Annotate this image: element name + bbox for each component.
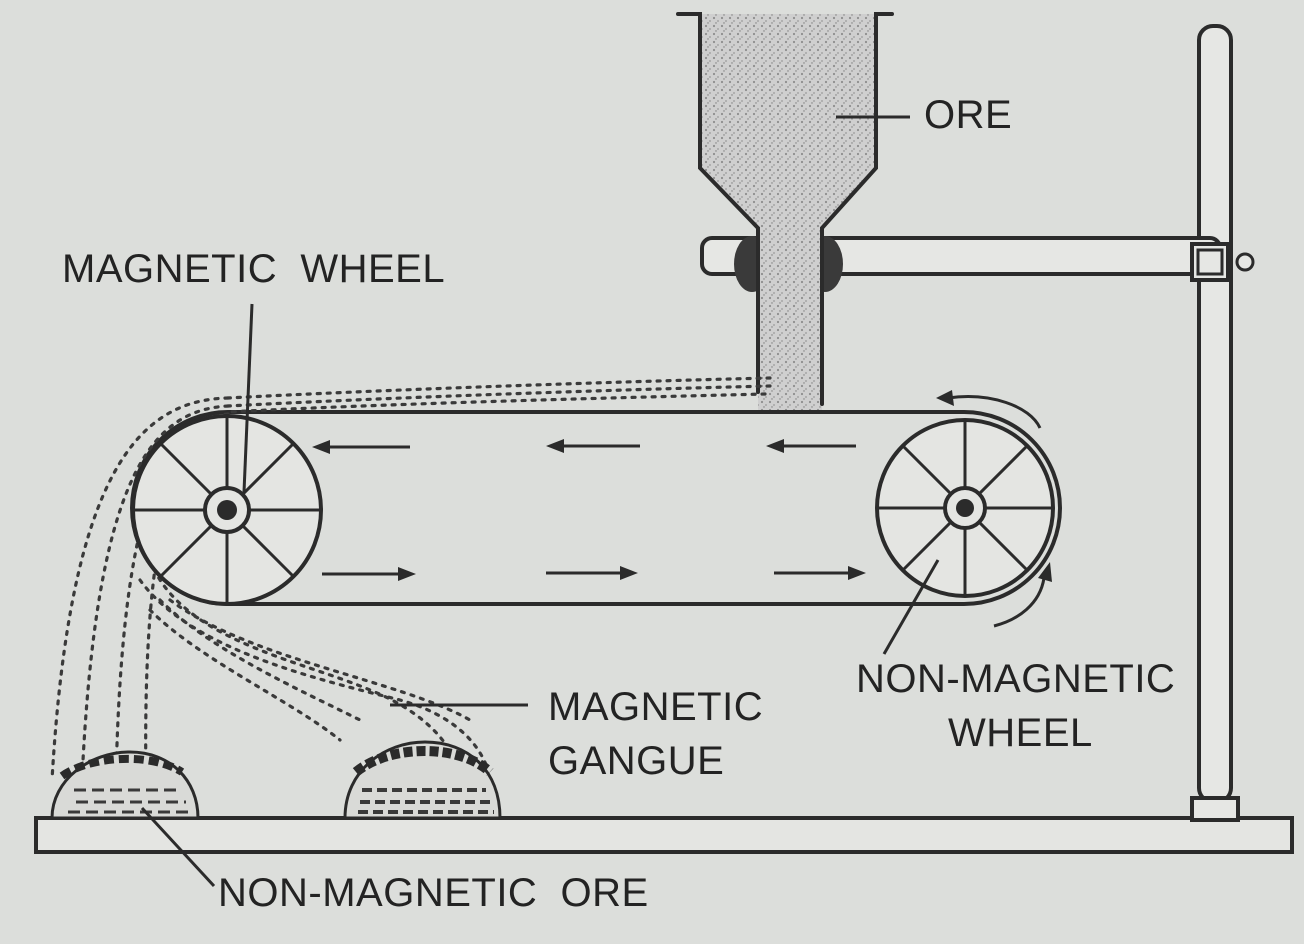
base-plate	[34, 816, 1294, 854]
arrow-top-middle	[546, 439, 640, 453]
arrow-bottom-right	[774, 566, 866, 580]
non-magnetic-ore-label: NON-MAGNETIC ORE	[218, 871, 649, 915]
magnetic-gangue-label-line1: MAGNETIC	[548, 685, 763, 729]
arrow-top-left	[312, 440, 410, 454]
ore-label: ORE	[924, 93, 1012, 137]
magnetic-wheel	[131, 414, 323, 606]
non-magnetic-ore-heap	[50, 750, 200, 820]
magnetic-gangue-label-line2: GANGUE	[548, 739, 724, 783]
arrow-top-right	[766, 439, 856, 453]
arrow-bottom-left	[322, 567, 416, 581]
non-magnetic-ore-leader-line	[140, 806, 216, 888]
non-magnetic-wheel-label-line1: NON-MAGNETIC	[856, 657, 1175, 701]
non-magnetic-wheel-leader-line	[882, 559, 940, 655]
rotation-arrows	[936, 390, 1052, 628]
retort-stand	[1190, 24, 1240, 822]
non-magnetic-wheel-label-line2: WHEEL	[948, 711, 1093, 755]
belt-direction-arrows	[312, 439, 866, 581]
non-magnetic-wheel	[875, 418, 1055, 598]
conveyor-belt	[130, 410, 1062, 606]
magnetic-wheel-label: MAGNETIC WHEEL	[62, 247, 445, 291]
ore-hopper	[676, 12, 894, 410]
arrow-bottom-middle	[546, 566, 638, 580]
magnetic-wheel-leader-line	[242, 303, 254, 493]
magnetic-gangue-heap	[343, 740, 502, 820]
